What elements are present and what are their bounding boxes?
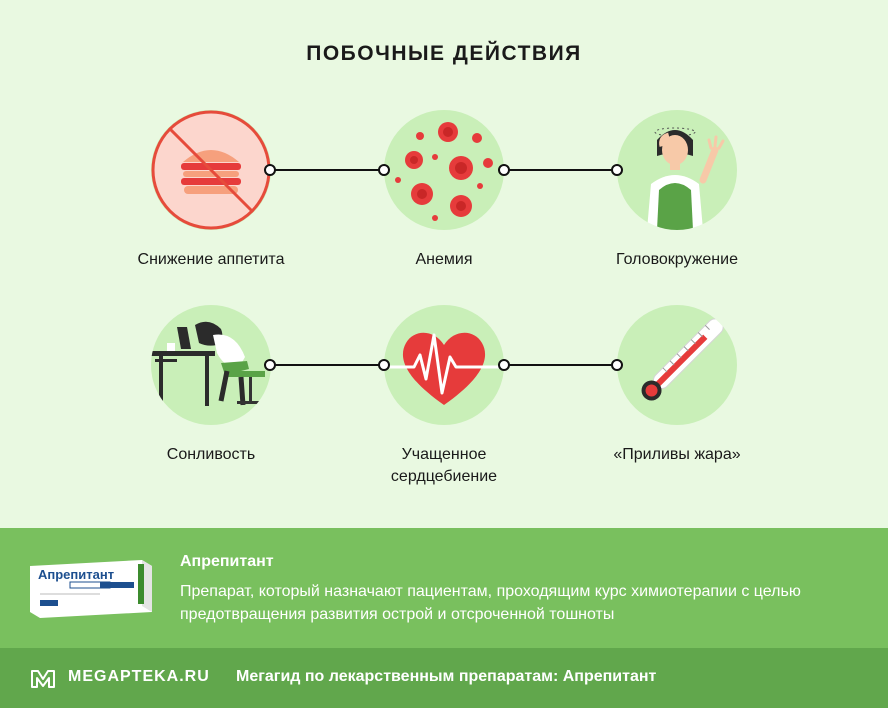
connector-line xyxy=(270,364,384,366)
drug-info-bar: Апрепитант Апрепитант Препарат, который … xyxy=(0,528,888,648)
connector-dot xyxy=(264,359,276,371)
connector-dot xyxy=(378,359,390,371)
connector-line xyxy=(504,364,618,366)
palpitations-circle xyxy=(384,305,504,425)
connector-dot xyxy=(498,164,510,176)
thermometer-icon xyxy=(641,318,724,401)
effect-label-drowsiness: Сонливость xyxy=(166,446,256,463)
drug-description: Препарат, который назначают пациентам, п… xyxy=(180,583,801,623)
effect-label-hot-flashes: «Приливы жара» xyxy=(613,446,741,463)
effect-label-appetite: Снижение аппетита xyxy=(137,251,285,268)
megapteka-logo-icon[interactable] xyxy=(30,667,56,689)
footer-bar: MEGAPTEKA.RU Мегагид по лекарственным пр… xyxy=(0,648,888,708)
effect-label-dizziness: Головокружение xyxy=(616,251,738,268)
heartbeat-icon xyxy=(384,332,504,405)
effect-label-anemia: Анемия xyxy=(415,251,473,268)
blood-cells-icon xyxy=(395,122,493,221)
drug-package-image: Апрепитант xyxy=(30,556,152,618)
connector-dot xyxy=(611,359,623,371)
drug-name: Апрепитант xyxy=(180,553,274,570)
page-title: ПОБОЧНЫЕ ДЕЙСТВИЯ xyxy=(306,42,582,65)
sleepy-worker-icon xyxy=(151,321,265,406)
hot-flashes-circle xyxy=(617,305,737,425)
footer-caption: Мегагид по лекарственным препаратам: Апр… xyxy=(236,668,657,685)
connector-dot xyxy=(611,164,623,176)
dizzy-woman-icon xyxy=(647,127,725,230)
connector-line xyxy=(270,169,384,171)
package-label: Апрепитант xyxy=(38,567,115,582)
connector-dot xyxy=(378,164,390,176)
side-effects-diagram: Снижение аппетита Анемия Головокружение … xyxy=(137,110,741,485)
appetite-loss-circle xyxy=(151,110,271,230)
anemia-circle xyxy=(384,110,504,230)
dizziness-circle xyxy=(617,110,737,230)
drowsiness-circle xyxy=(151,305,271,425)
connector-dot xyxy=(498,359,510,371)
connector-line xyxy=(504,169,618,171)
site-logo-text[interactable]: MEGAPTEKA.RU xyxy=(68,668,210,685)
crossed-burger-icon xyxy=(151,110,271,230)
connector-dot xyxy=(264,164,276,176)
effect-label-palpitations: Учащенное сердцебиение xyxy=(390,446,498,485)
